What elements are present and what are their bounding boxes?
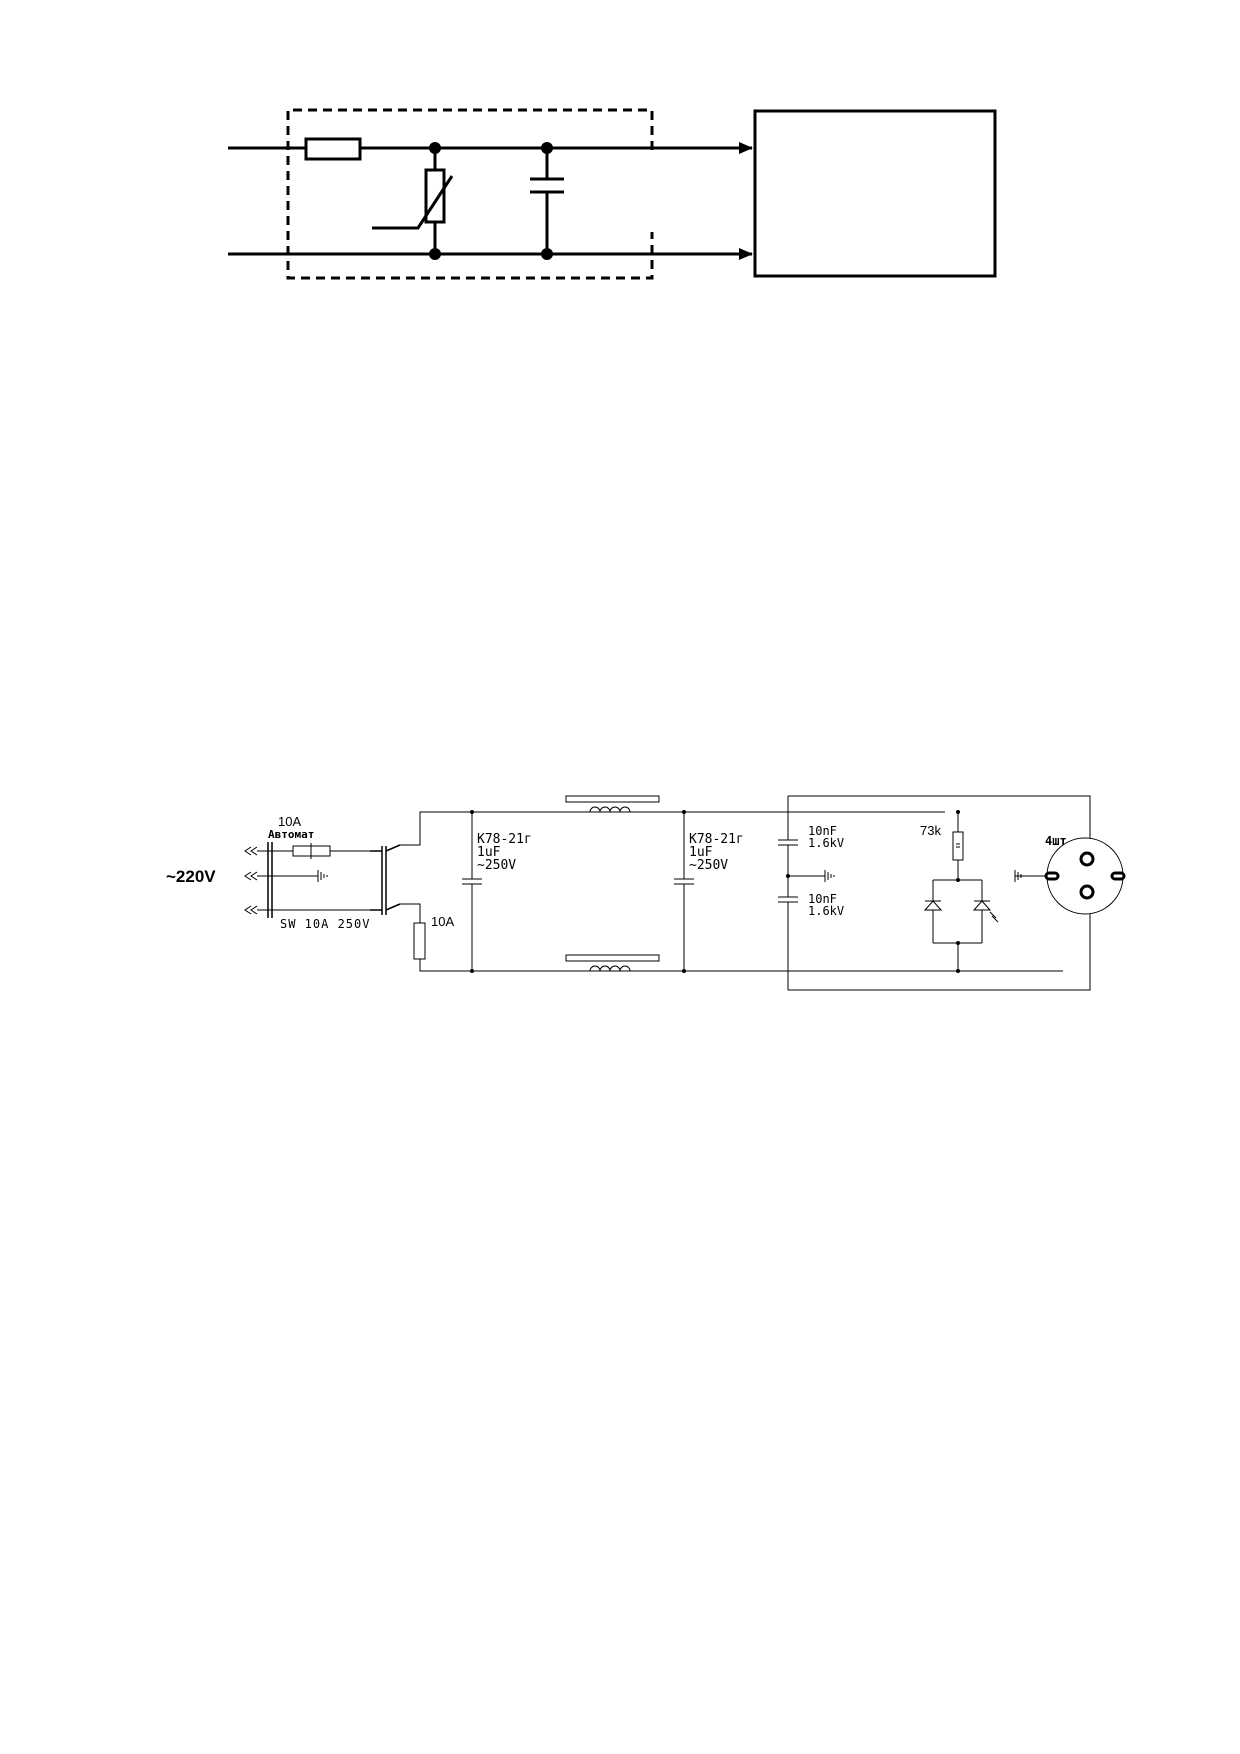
fuse [413,922,426,960]
cap1-value: 1uF [477,845,501,860]
supply-label: ~220V [166,867,216,886]
cap1-type: K78-21г [477,832,532,847]
junction-dot [786,874,790,878]
fuse-rating: 10A [431,914,454,929]
y-capacitors [778,796,835,990]
junction-dot [956,969,960,973]
varistor-slash [372,175,454,230]
ycap-top-value: 10nF [808,824,837,838]
junction-dot [470,810,474,814]
junction-dot [956,878,960,882]
choke-bottom [565,954,660,972]
breaker-rating: 10A [278,814,301,829]
ground-symbol [317,870,328,882]
junction-dot [956,941,960,945]
fuse [304,137,362,161]
cap2-type: K78-21г [689,832,744,847]
resistor-value: 73k [920,823,941,838]
x-capacitor-2 [674,812,694,971]
socket-count: 4шт. [1045,834,1074,848]
ycap-top-voltage: 1.6kV [808,836,844,850]
block-diagram [228,108,997,280]
cap2-value: 1uF [689,845,713,860]
junction-dot [682,969,686,973]
junction-dot [682,810,686,814]
x-capacitor-1 [462,812,482,971]
ycap-bottom-voltage: 1.6kV [808,904,844,918]
double-pole-switch [370,844,401,915]
indicator-circuit [923,812,999,971]
output-frame [788,795,1091,991]
socket-icon [1014,837,1126,915]
switch-label: SW 10A 250V [280,917,370,931]
breaker [292,845,331,857]
cap1-voltage: ~250V [477,858,516,873]
neutral-rail [400,903,421,923]
choke-top [565,795,660,813]
junction-dot [956,810,960,814]
ycap-bottom-value: 10nF [808,892,837,906]
load-block [753,109,997,278]
protection-module-outline [286,108,654,280]
breaker-name: Автомат [268,828,314,841]
input-plug [244,842,370,918]
cap2-voltage: ~250V [689,858,728,873]
junction-dot [470,969,474,973]
phase-rail [400,811,945,846]
